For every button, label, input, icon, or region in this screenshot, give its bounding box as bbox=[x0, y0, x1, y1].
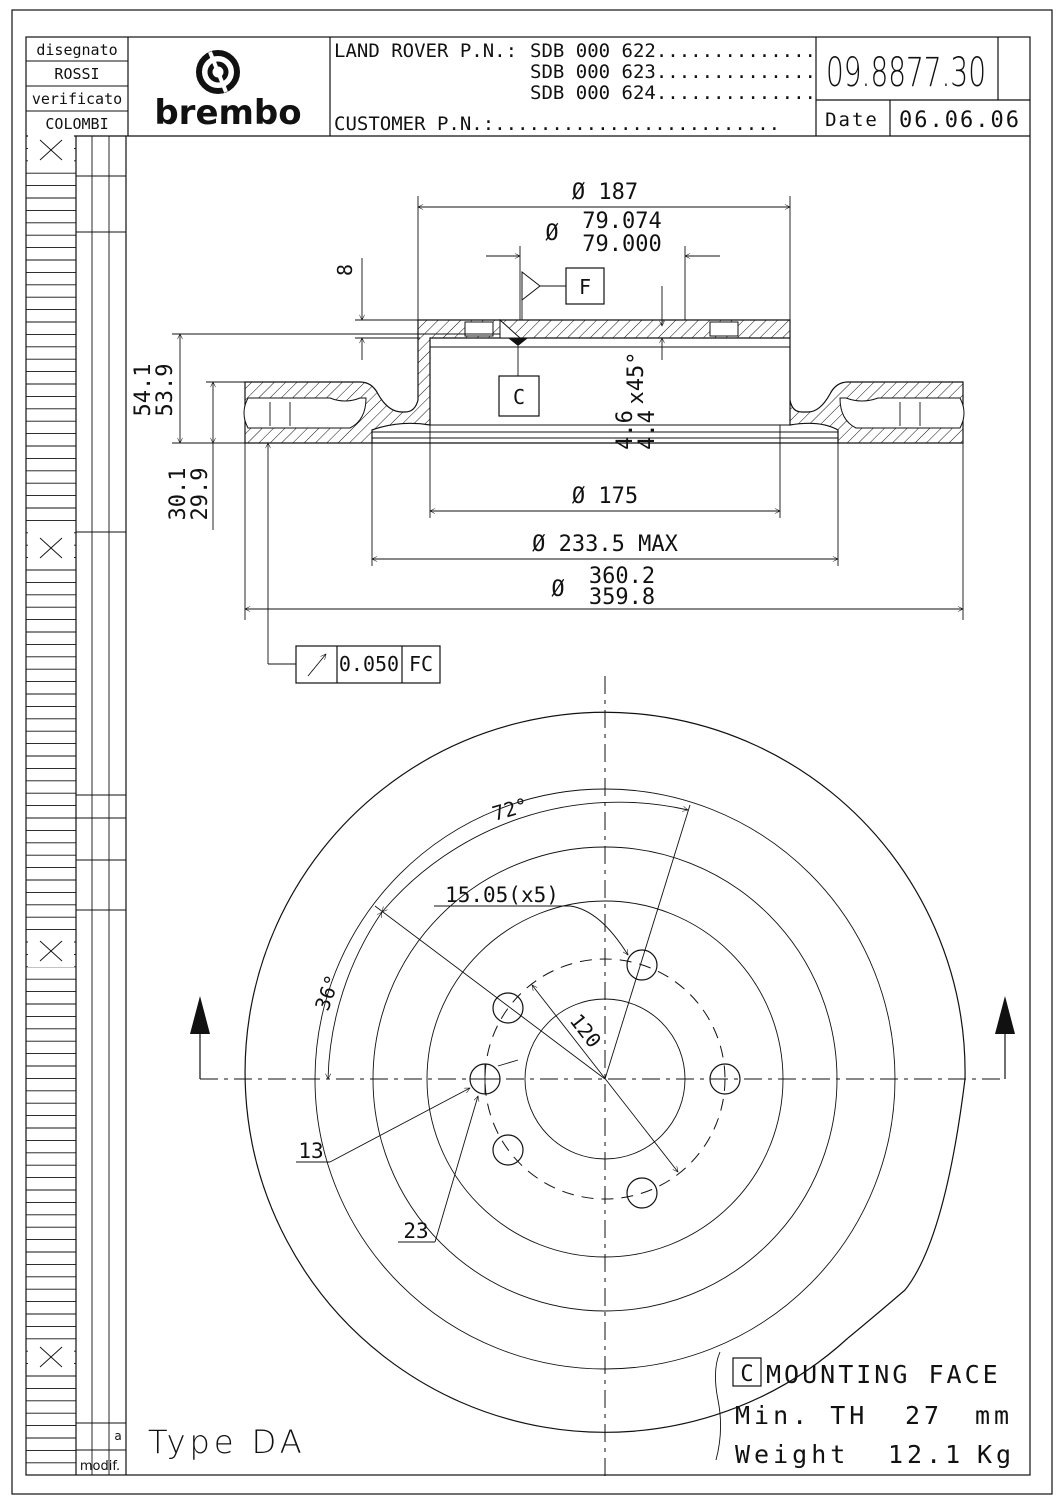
x-mark bbox=[39, 1346, 63, 1368]
chamfer-a: 4.6 bbox=[613, 410, 638, 450]
datum-c: C bbox=[513, 385, 525, 409]
dim-thick-lower: 29.9 bbox=[188, 468, 213, 521]
dim-thick-upper: 30.1 bbox=[166, 468, 191, 521]
mounting-box-letter: C bbox=[740, 1362, 753, 1387]
mounting-box bbox=[732, 1357, 762, 1387]
angle-72: 72° bbox=[489, 793, 530, 826]
brembo-logo: brembo bbox=[154, 50, 302, 133]
oem-label: LAND ROVER P.N.: bbox=[334, 40, 517, 62]
type-label: Type DA bbox=[148, 1423, 306, 1461]
min-th-value: 27 bbox=[905, 1401, 943, 1430]
runout-value: 0.050 bbox=[339, 652, 399, 676]
weight-label: Weight bbox=[735, 1440, 849, 1469]
drawn-label: disegnato bbox=[36, 41, 117, 59]
dim-dia-175: Ø 175 bbox=[572, 484, 638, 509]
dim-dia-2335: Ø 233.5 MAX bbox=[532, 532, 678, 557]
pcd-label: 120 bbox=[565, 1009, 606, 1052]
dim-79-lower: 79.000 bbox=[582, 232, 661, 257]
min-th-label: Min. TH bbox=[735, 1401, 868, 1430]
dim-outer-upper: 360.2 bbox=[589, 564, 655, 589]
x-mark bbox=[39, 940, 63, 962]
inner-frame bbox=[25, 36, 1031, 1476]
dim-height-upper: 54.1 bbox=[131, 364, 156, 417]
dia-symbol-79: Ø bbox=[545, 221, 558, 246]
modif-label: modif. bbox=[80, 1459, 120, 1474]
angle-36: 36° bbox=[310, 972, 345, 1014]
dim-23: 23 bbox=[403, 1219, 428, 1243]
dim-79-upper: 79.074 bbox=[582, 209, 661, 234]
logo-text: brembo bbox=[154, 93, 301, 133]
chamfer-b: 4.4 bbox=[635, 410, 660, 450]
date-value: 06.06.06 bbox=[899, 108, 1021, 133]
weight-unit: Kg bbox=[977, 1440, 1015, 1469]
dim-outer-lower: 359.8 bbox=[589, 585, 655, 610]
date-label: Date bbox=[825, 109, 879, 131]
runout-icon bbox=[307, 654, 326, 677]
runout-datum: FC bbox=[409, 652, 433, 676]
drawn-by: ROSSI bbox=[54, 65, 99, 83]
oem-number-3: SDB 000 624.............. bbox=[530, 82, 816, 104]
customer-label: CUSTOMER P.N.:......................... bbox=[334, 113, 780, 135]
x-mark bbox=[39, 139, 63, 161]
section-view: Ø 187 Ø 79.074 79.000 F C 8 54.1 53.9 bbox=[131, 180, 965, 684]
dim-13: 13 bbox=[298, 1139, 323, 1163]
checked-by: COLOMBI bbox=[45, 115, 108, 133]
revision-column bbox=[26, 134, 127, 1475]
dim-dia-187: Ø 187 bbox=[572, 180, 638, 205]
chamfer-angle: x45° bbox=[624, 352, 649, 405]
x-mark bbox=[39, 537, 63, 559]
oem-number-2: SDB 000 623.............. bbox=[530, 61, 816, 83]
bolt-holes bbox=[469, 949, 741, 1209]
datum-c-box bbox=[498, 375, 540, 417]
section-arrow-right bbox=[995, 996, 1015, 1034]
revision-letter: a bbox=[114, 1429, 121, 1443]
dia-symbol-360: Ø bbox=[551, 577, 564, 602]
title-block: disegnato ROSSI verificato COLOMBI bremb… bbox=[26, 37, 1030, 137]
notes: Type DA C MOUNTING FACE Min. TH 27 mm We… bbox=[148, 1351, 1015, 1469]
part-number: 09.8877.30 bbox=[826, 50, 986, 96]
outer-border bbox=[11, 9, 1053, 1495]
dim-8: 8 bbox=[333, 264, 357, 276]
min-th-unit: mm bbox=[975, 1401, 1013, 1430]
checked-label: verificato bbox=[32, 90, 122, 108]
mounting-face: MOUNTING FACE bbox=[766, 1360, 1001, 1389]
holes-label: 15.05(x5) bbox=[445, 883, 559, 907]
oem-number-1: SDB 000 622.............. bbox=[530, 40, 816, 62]
datum-f-box bbox=[565, 267, 605, 305]
section-arrow-left bbox=[190, 996, 210, 1034]
datum-f: F bbox=[579, 275, 591, 299]
weight-value: 12.1 bbox=[888, 1440, 964, 1469]
dim-height-lower: 53.9 bbox=[153, 364, 178, 417]
runout-frame bbox=[295, 645, 441, 684]
